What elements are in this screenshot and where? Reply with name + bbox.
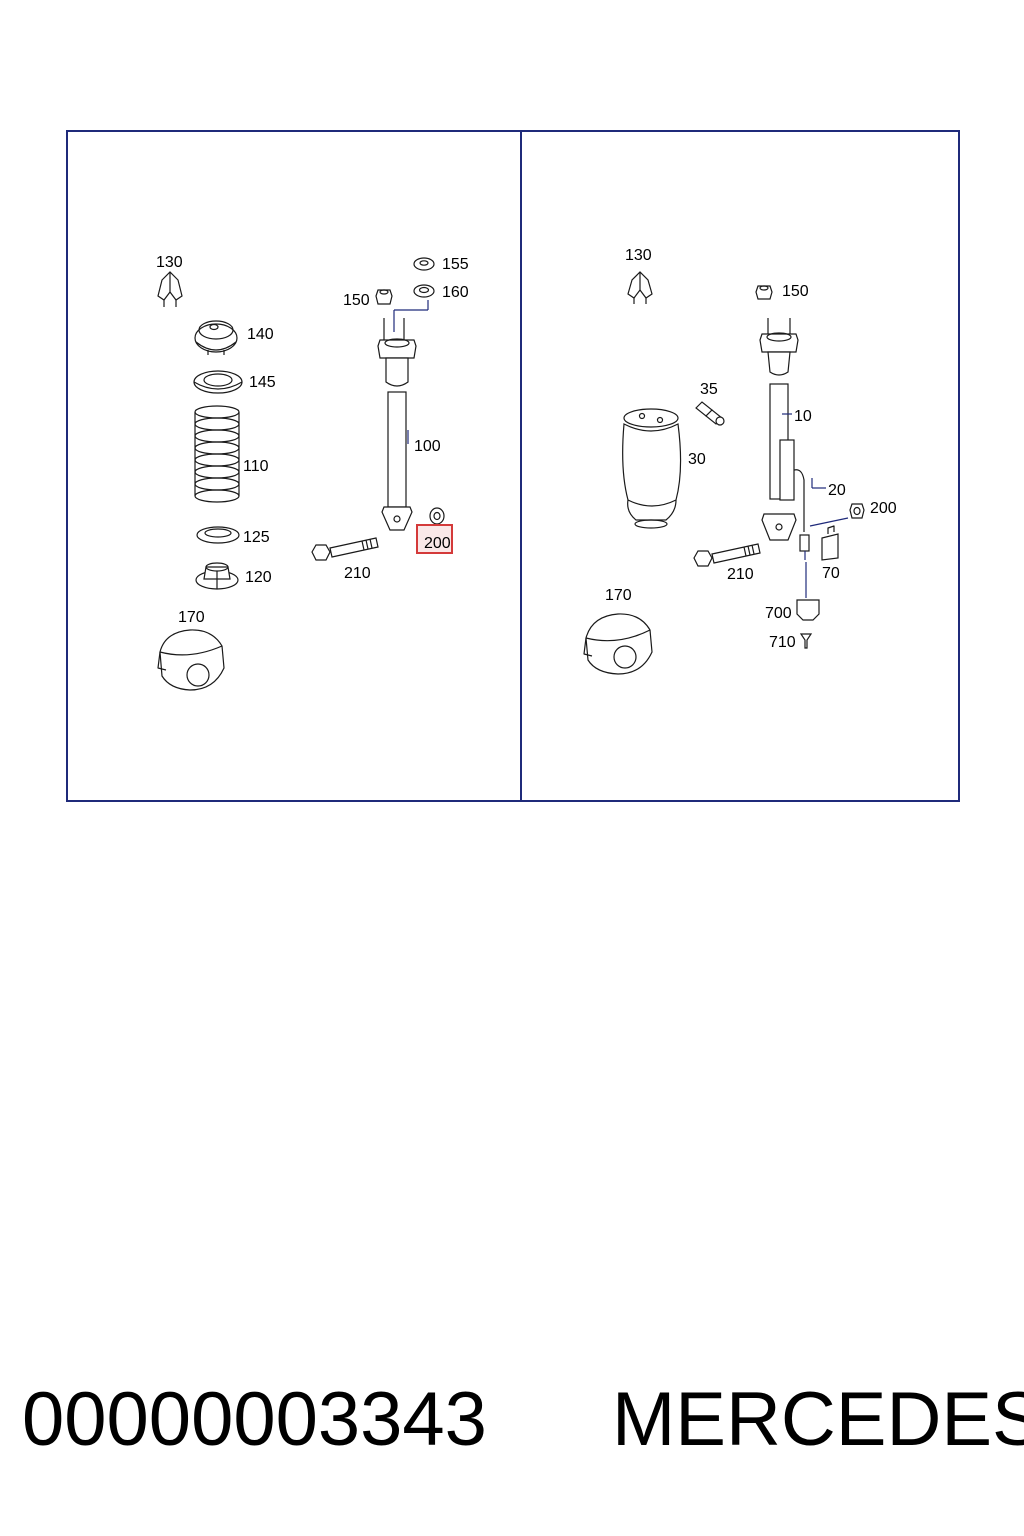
- spring-pad-part-icon[interactable]: [196, 526, 240, 544]
- label-35[interactable]: 35: [700, 381, 718, 398]
- lock-nut-part-icon[interactable]: [429, 507, 445, 525]
- lower-seat-part-icon[interactable]: [195, 562, 239, 590]
- sensor-connector-part-icon[interactable]: [799, 534, 810, 552]
- label-170[interactable]: 170: [605, 587, 632, 604]
- air-strut-part-icon[interactable]: [759, 318, 805, 541]
- flange-nut-part-icon[interactable]: [375, 289, 393, 305]
- flange-nut-part-icon[interactable]: [755, 285, 773, 300]
- label-125[interactable]: 125: [243, 529, 270, 546]
- lock-nut-part-icon[interactable]: [849, 503, 865, 519]
- label-150[interactable]: 150: [343, 292, 370, 309]
- bolt-part-icon[interactable]: [693, 543, 761, 567]
- label-30[interactable]: 30: [688, 451, 706, 468]
- label-130[interactable]: 130: [156, 254, 183, 271]
- label-140[interactable]: 140: [247, 326, 274, 343]
- label-70[interactable]: 70: [822, 565, 840, 582]
- top-mount-part-icon[interactable]: [194, 320, 238, 355]
- spring-seat-part-icon[interactable]: [193, 370, 243, 394]
- label-150[interactable]: 150: [782, 283, 809, 300]
- right-panel: 130 150 35 30: [583, 247, 897, 675]
- shock-absorber-part-icon[interactable]: [377, 318, 417, 531]
- air-spring-part-icon[interactable]: [622, 408, 682, 529]
- label-20[interactable]: 20: [828, 482, 846, 499]
- label-210[interactable]: 210: [727, 566, 754, 583]
- brand-name: MERCEDES: [612, 1377, 1024, 1462]
- nut-part-icon[interactable]: [413, 257, 435, 271]
- clip-part-icon[interactable]: [157, 271, 183, 307]
- label-200[interactable]: 200: [870, 500, 897, 517]
- label-200-highlighted[interactable]: 200: [424, 535, 451, 552]
- label-130[interactable]: 130: [625, 247, 652, 264]
- label-170[interactable]: 170: [178, 609, 205, 626]
- bracket-part-icon[interactable]: [821, 525, 839, 561]
- pin-part-icon[interactable]: [799, 633, 813, 649]
- clip-part-icon[interactable]: [627, 271, 653, 304]
- cover-part-icon[interactable]: [157, 629, 225, 691]
- label-145[interactable]: 145: [249, 374, 276, 391]
- label-100[interactable]: 100: [414, 438, 441, 455]
- parts-diagram: 130 140 145: [66, 130, 960, 802]
- label-700[interactable]: 700: [765, 605, 792, 622]
- label-160[interactable]: 160: [442, 284, 469, 301]
- part-number: 00000003343: [22, 1377, 487, 1462]
- label-110[interactable]: 110: [243, 458, 269, 475]
- left-panel: 130 140 145: [156, 254, 469, 691]
- washer-part-icon[interactable]: [413, 284, 435, 298]
- cap-part-icon[interactable]: [796, 599, 820, 621]
- coil-spring-part-icon[interactable]: [194, 405, 240, 503]
- diagram-frame: [66, 130, 960, 802]
- label-10[interactable]: 10: [794, 408, 812, 425]
- valve-part-icon[interactable]: [695, 401, 725, 426]
- leader-line: [809, 517, 849, 527]
- label-120[interactable]: 120: [245, 569, 272, 586]
- label-710[interactable]: 710: [769, 634, 796, 651]
- cover-part-icon[interactable]: [583, 613, 653, 675]
- label-210[interactable]: 210: [344, 565, 371, 582]
- bolt-part-icon[interactable]: [311, 537, 379, 561]
- highlight-box-200: [416, 524, 453, 554]
- footer: 00000003343 MERCEDES: [0, 1372, 1024, 1472]
- label-155[interactable]: 155: [442, 256, 469, 273]
